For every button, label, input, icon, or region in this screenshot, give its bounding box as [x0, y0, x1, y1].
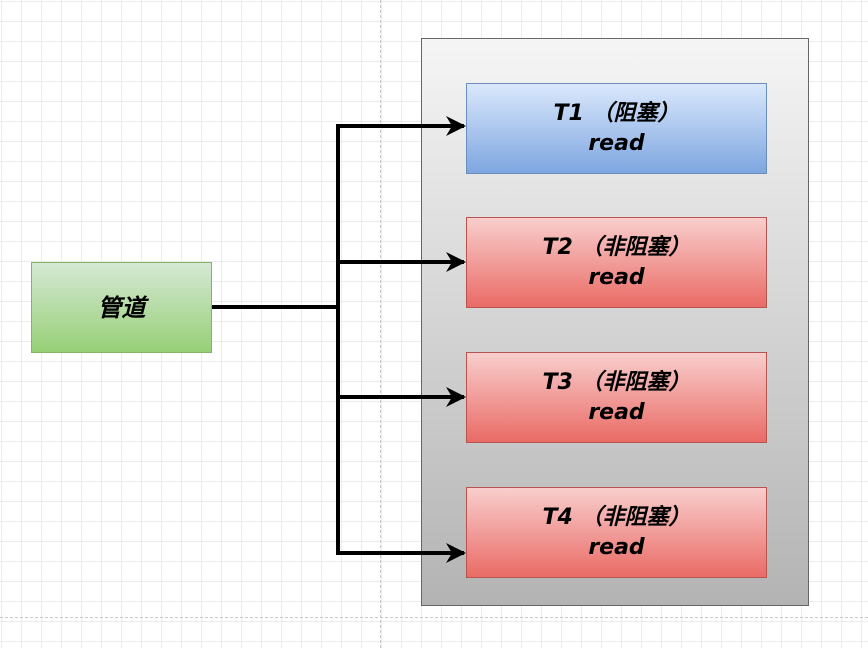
thread-op: read — [588, 264, 645, 290]
thread-op: read — [588, 130, 645, 156]
thread-title: T3 （非阻塞） — [542, 369, 691, 395]
pipe-label: 管道 — [97, 293, 146, 322]
thread-node-t4[interactable]: T4 （非阻塞） read — [466, 487, 767, 578]
thread-op: read — [588, 534, 645, 560]
thread-title: T2 （非阻塞） — [542, 234, 691, 260]
page-break-guide-horizontal — [0, 617, 868, 618]
thread-title: T1 （阻塞） — [553, 100, 680, 126]
thread-title: T4 （非阻塞） — [542, 504, 691, 530]
thread-node-t1[interactable]: T1 （阻塞） read — [466, 83, 767, 174]
pipe-node[interactable]: 管道 — [31, 262, 212, 353]
page-break-guide-vertical — [380, 0, 381, 648]
thread-node-t2[interactable]: T2 （非阻塞） read — [466, 217, 767, 308]
thread-node-t3[interactable]: T3 （非阻塞） read — [466, 352, 767, 443]
thread-op: read — [588, 399, 645, 425]
